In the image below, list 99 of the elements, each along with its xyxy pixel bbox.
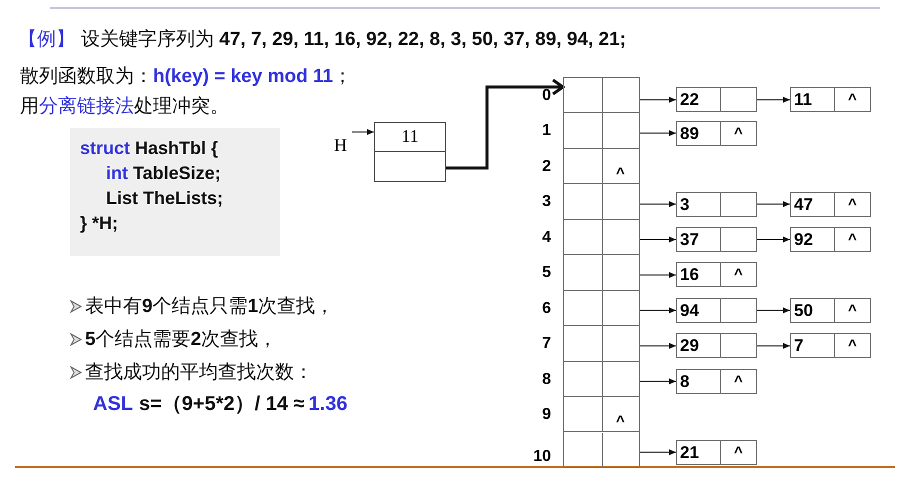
row-index: 7 <box>541 335 551 354</box>
arrow <box>638 378 676 384</box>
row-index: 9 <box>541 406 551 424</box>
table-row <box>564 432 639 468</box>
row-index: 3 <box>541 193 551 212</box>
key-value: 29 <box>680 336 699 356</box>
table-row <box>564 184 639 220</box>
table-row <box>564 362 639 398</box>
row-index: 2 <box>541 158 551 176</box>
code-line: List TheLists; <box>105 187 224 210</box>
text-label: 处理冲突。 <box>134 96 229 117</box>
arrow <box>756 342 790 349</box>
row-index: 4 <box>541 228 551 247</box>
key-value: 50 <box>794 300 813 321</box>
key-value: 89 <box>680 124 699 144</box>
list-node <box>790 298 871 323</box>
arrow <box>756 236 790 243</box>
hash-table <box>563 77 640 468</box>
arrow <box>638 342 676 349</box>
key-value: 47 <box>794 194 813 215</box>
list-node <box>676 333 757 358</box>
arrow <box>638 130 676 136</box>
list-node <box>676 262 757 288</box>
list-node <box>790 192 871 217</box>
null-pointer-symbol: ^ <box>848 232 857 248</box>
key-value: 7 <box>794 336 804 356</box>
row-index: 5 <box>541 264 551 282</box>
table-row <box>564 326 639 362</box>
list-node <box>676 192 757 217</box>
null-pointer-symbol: ^ <box>734 444 743 461</box>
arrow <box>638 272 676 278</box>
row-index: 10 <box>532 448 551 466</box>
text-label: 查找成功的平均查找次数： <box>85 362 313 383</box>
code-line: int TableSize; <box>105 162 222 185</box>
key-value: 8 <box>680 372 690 392</box>
arrow <box>756 96 790 103</box>
table-row <box>564 290 639 326</box>
node-value: 11 <box>401 126 419 146</box>
table-row <box>564 113 639 149</box>
arrow <box>756 307 790 314</box>
text-label: s=（9+5*2）/ 14 ≈ <box>139 393 305 415</box>
text-label: 表中有9个结点只需1次查找， <box>85 296 334 317</box>
text-label: 1.36 <box>308 393 348 415</box>
text-label: ASL <box>93 393 133 415</box>
key-value: 11 <box>794 90 812 110</box>
arrow <box>446 78 564 170</box>
null-pointer-symbol: ^ <box>734 267 743 284</box>
text-label: 分离链接法 <box>39 96 134 117</box>
key-value: 22 <box>680 90 699 110</box>
list-node <box>676 227 757 252</box>
row-index: 0 <box>541 87 551 105</box>
table-row <box>564 397 639 432</box>
pointer-label: H <box>334 135 352 157</box>
key-value: 37 <box>680 230 699 250</box>
arrow <box>638 236 676 243</box>
table-row <box>564 78 639 114</box>
text-label: ； <box>333 66 352 87</box>
table-row <box>564 255 639 291</box>
key-value: 92 <box>794 230 813 250</box>
text-label: h(key) = key mod 11 <box>153 66 334 87</box>
list-node <box>790 227 871 252</box>
text-label: 用 <box>20 96 39 117</box>
null-pointer-symbol: ^ <box>734 126 743 142</box>
null-pointer-symbol: ^ <box>848 92 857 108</box>
arrow <box>352 129 374 135</box>
list-node <box>676 368 757 394</box>
arrow <box>638 307 676 314</box>
key-value: 3 <box>680 194 690 215</box>
list-node <box>790 333 871 358</box>
row-index: 8 <box>541 370 551 389</box>
null-pointer-symbol: ^ <box>734 374 743 390</box>
null-pointer-symbol: ^ <box>616 166 625 182</box>
arrow <box>638 449 676 456</box>
text-label: 5个结点需要2次查找， <box>85 329 278 350</box>
text-label: 散列函数取为： <box>20 66 153 87</box>
table-row <box>564 220 639 256</box>
code-line: } *H; <box>80 212 120 235</box>
list-node <box>676 87 757 112</box>
null-pointer-symbol: ^ <box>848 338 857 354</box>
arrow <box>638 96 676 103</box>
null-pointer-symbol: ^ <box>616 414 625 430</box>
table-row <box>564 148 639 184</box>
key-value: 21 <box>680 442 699 463</box>
row-index: 1 <box>541 122 551 140</box>
key-value: 94 <box>680 300 699 321</box>
arrow <box>756 201 790 208</box>
list-node <box>676 298 757 323</box>
list-node <box>676 120 757 146</box>
text-label: 【例】 <box>18 29 75 50</box>
key-value: 16 <box>680 265 699 286</box>
text-label: 设关键字序列为 47, 7, 29, 11, 16, 92, 22, 8, 3, 50, 37, 89, 94, 21; <box>81 29 626 50</box>
list-node <box>790 87 871 112</box>
row-index: 6 <box>541 300 551 318</box>
list-node <box>676 440 757 465</box>
header-node <box>374 122 446 182</box>
code-line: struct HashTbl { <box>80 137 220 160</box>
null-pointer-symbol: ^ <box>848 302 857 319</box>
null-pointer-symbol: ^ <box>848 196 857 213</box>
arrow <box>638 201 676 208</box>
